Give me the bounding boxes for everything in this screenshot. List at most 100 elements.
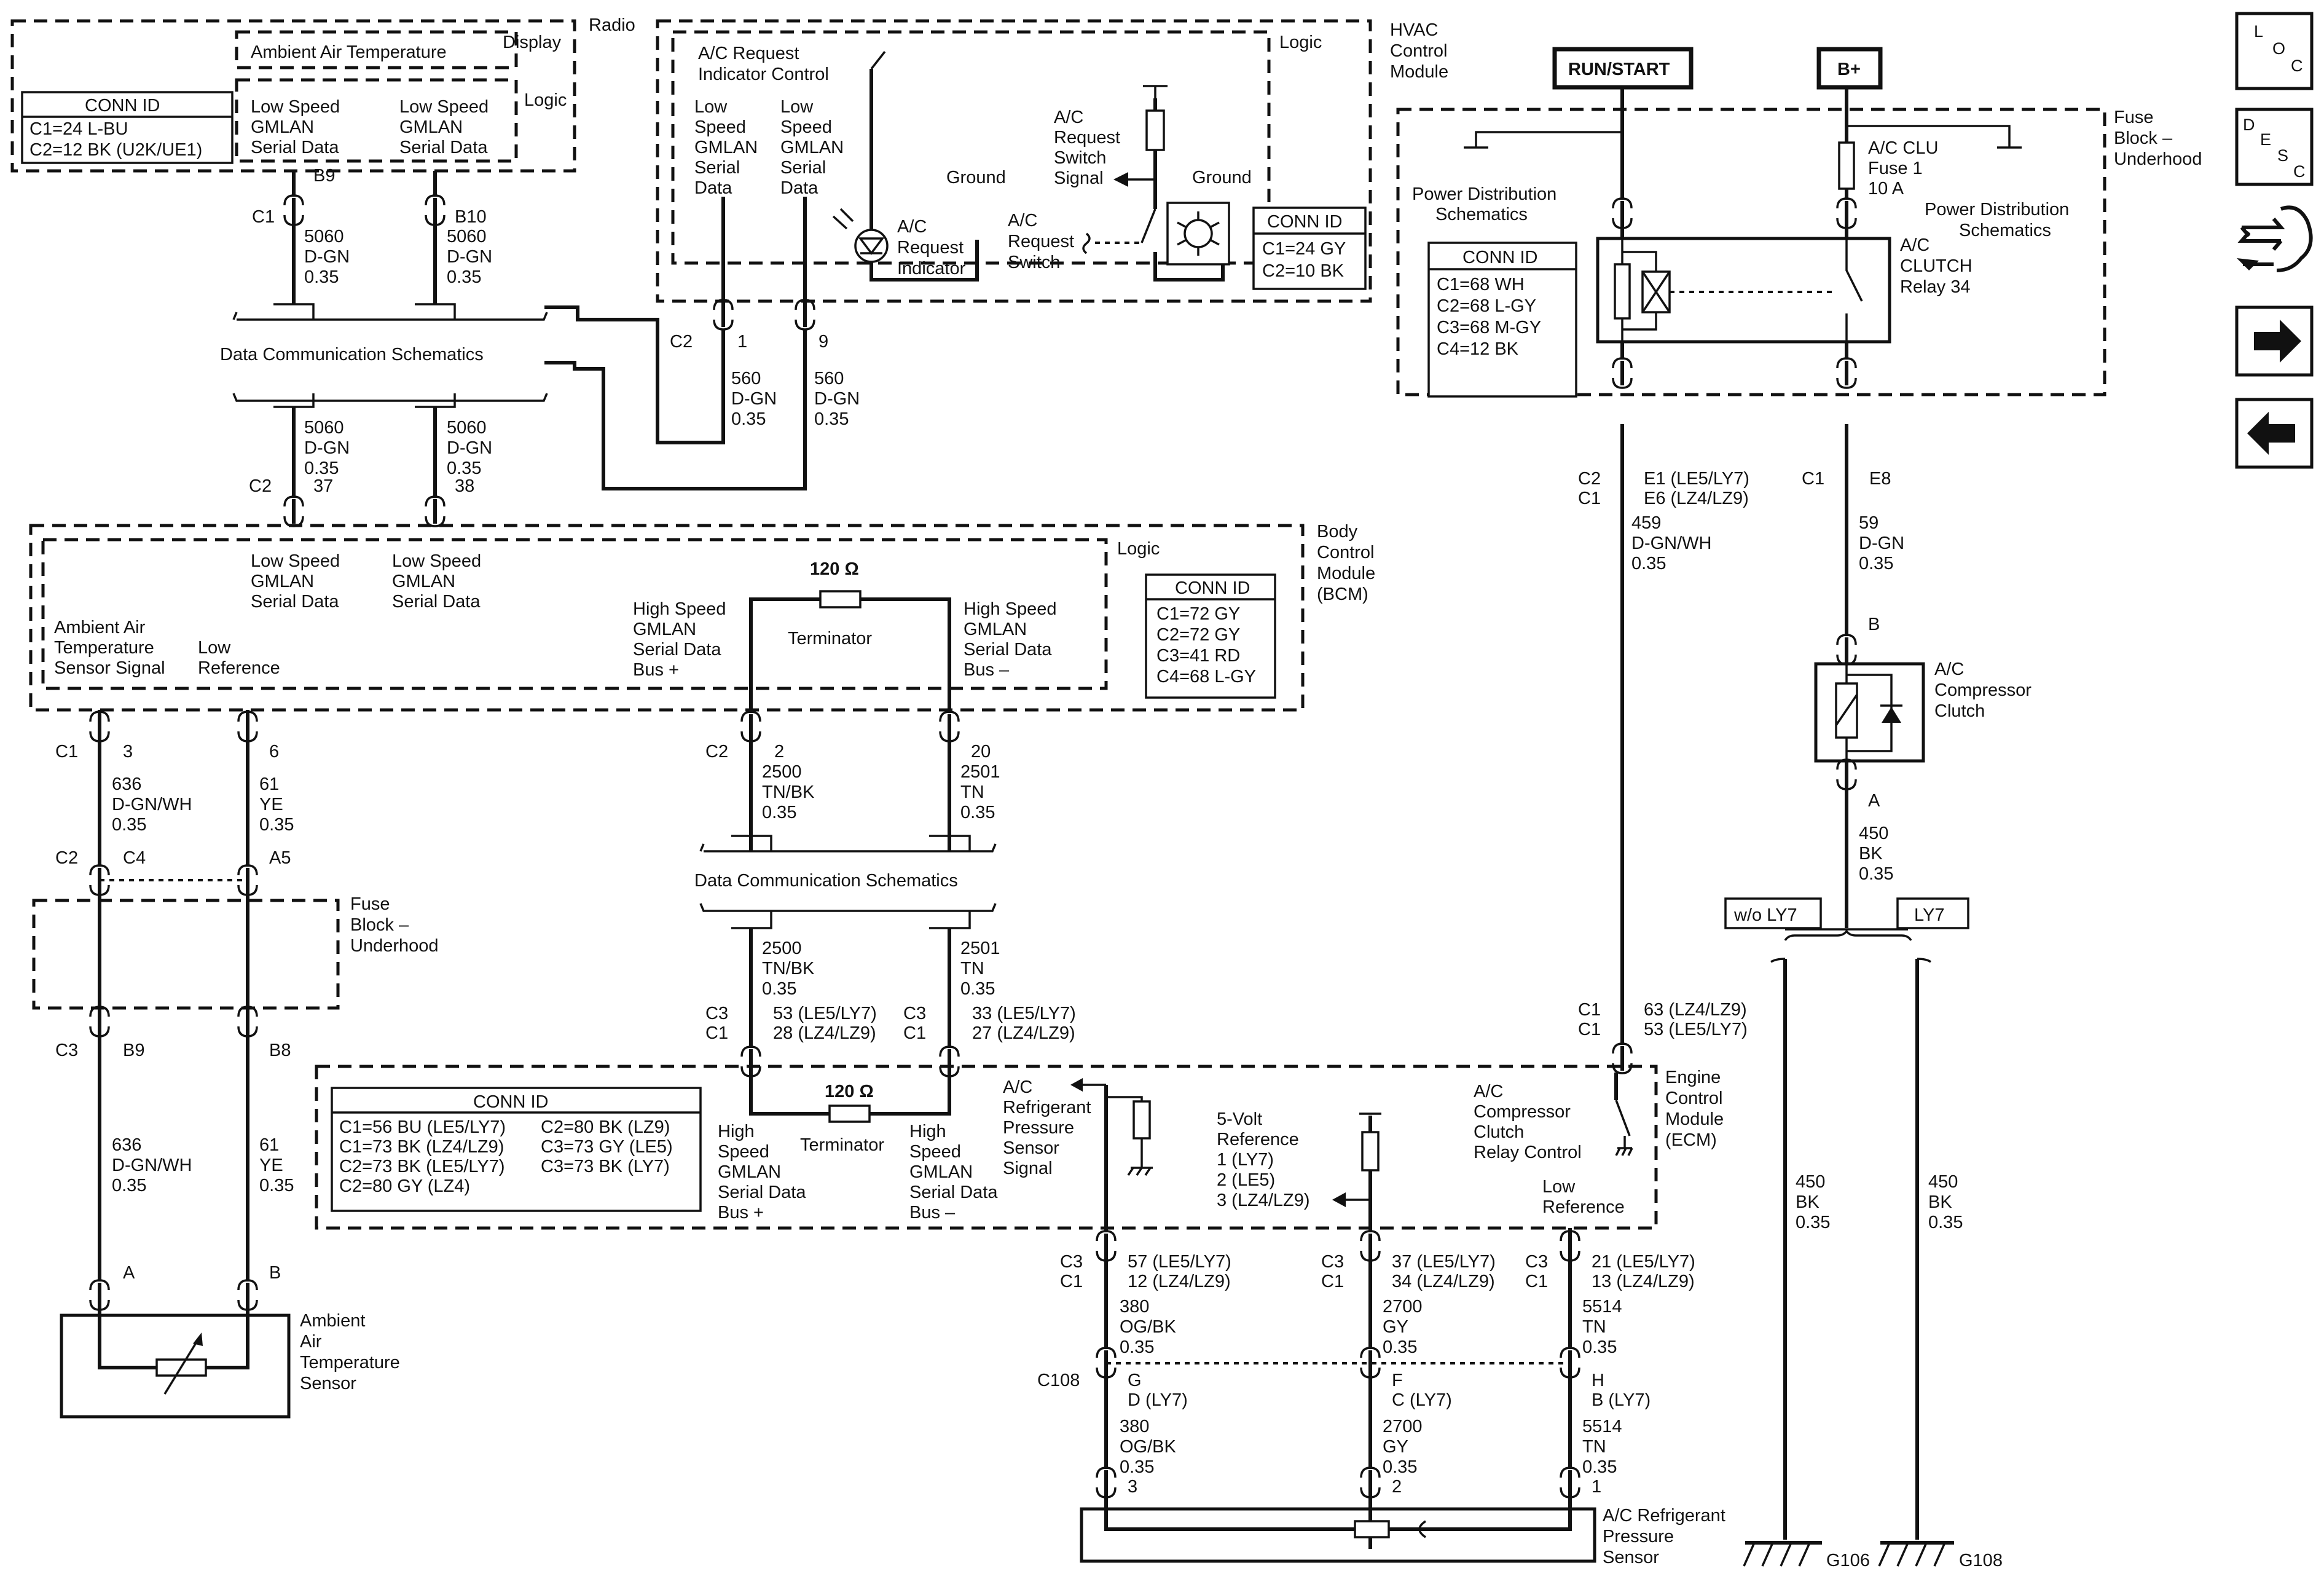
ground-g108: G108 (1878, 1541, 2003, 1570)
svg-text:0.35: 0.35 (112, 1176, 146, 1195)
svg-text:TN: TN (960, 782, 984, 802)
svg-text:B: B (269, 1263, 281, 1283)
svg-text:C1: C1 (705, 1023, 728, 1043)
svg-text:Data: Data (780, 178, 819, 198)
svg-text:3: 3 (1128, 1477, 1137, 1497)
svg-text:Indicator: Indicator (897, 259, 966, 278)
svg-text:GMLAN: GMLAN (694, 138, 758, 157)
connector-terminal (1360, 1467, 1381, 1478)
svg-text:BK: BK (1859, 844, 1883, 864)
relay-diode (1614, 263, 1631, 320)
svg-text:G: G (1128, 1371, 1142, 1390)
svg-text:C2=10 BK: C2=10 BK (1262, 261, 1345, 281)
bcm-terminator-resistor (819, 590, 862, 608)
svg-text:E6 (LZ4/LZ9): E6 (LZ4/LZ9) (1644, 489, 1749, 508)
svg-text:Bus +: Bus + (718, 1203, 764, 1223)
connector-terminal (1560, 1487, 1580, 1498)
svg-text:C2=72 GY: C2=72 GY (1156, 625, 1240, 645)
svg-text:0.35: 0.35 (1582, 1457, 1617, 1477)
svg-text:450: 450 (1796, 1172, 1825, 1192)
svg-text:Air: Air (300, 1332, 322, 1352)
desc-icon[interactable]: D E S C (2235, 108, 2314, 186)
svg-text:B10: B10 (455, 207, 487, 227)
svg-text:GY: GY (1383, 1317, 1408, 1337)
svg-text:5060: 5060 (304, 418, 344, 438)
svg-text:GMLAN: GMLAN (780, 138, 844, 157)
svg-text:C2=73 BK (LE5/LY7): C2=73 BK (LE5/LY7) (339, 1157, 504, 1176)
svg-text:Low Speed: Low Speed (399, 97, 489, 117)
svg-text:Request: Request (1008, 232, 1074, 251)
svg-text:C1: C1 (1060, 1272, 1083, 1291)
svg-text:C3=73 BK (LY7): C3=73 BK (LY7) (541, 1157, 670, 1176)
svg-text:C3=68 M-GY: C3=68 M-GY (1437, 318, 1541, 337)
svg-text:YE: YE (259, 1156, 283, 1175)
connector-terminal (795, 299, 815, 310)
svg-text:CONN ID: CONN ID (1175, 578, 1250, 598)
svg-text:2501: 2501 (960, 762, 1000, 782)
svg-text:9: 9 (819, 332, 828, 352)
connector-terminal (89, 884, 110, 896)
svg-text:C1: C1 (1578, 489, 1601, 508)
ac-clutch-relay (1596, 237, 1891, 344)
svg-text:Sensor: Sensor (1603, 1548, 1659, 1567)
svg-text:C3: C3 (903, 1004, 926, 1023)
ecm-terminator-resistor (828, 1105, 871, 1123)
connector-terminal (1096, 1347, 1117, 1358)
svg-text:560: 560 (814, 369, 844, 388)
svg-text:Module: Module (1317, 564, 1375, 583)
connector-terminal (1836, 197, 1857, 209)
svg-text:120 Ω: 120 Ω (825, 1082, 874, 1101)
svg-text:0.35: 0.35 (304, 267, 339, 287)
svg-text:CLUTCH: CLUTCH (1900, 256, 1973, 276)
svg-text:E8: E8 (1869, 469, 1891, 489)
svg-text:G106: G106 (1826, 1551, 1870, 1570)
svg-text:Request: Request (1054, 128, 1120, 148)
svg-text:0.35: 0.35 (1796, 1213, 1830, 1232)
svg-text:C4: C4 (123, 848, 146, 868)
connector-terminal (237, 731, 258, 742)
harness-icon[interactable] (2237, 205, 2313, 272)
prev-arrow-icon[interactable] (2235, 398, 2314, 469)
svg-text:0.35: 0.35 (960, 979, 995, 999)
svg-text:0.35: 0.35 (1383, 1457, 1417, 1477)
connector-terminal (1560, 1367, 1580, 1379)
hvac-conn-id-box (1252, 207, 1367, 290)
svg-text:Speed: Speed (694, 117, 746, 137)
svg-text:Power Distribution: Power Distribution (1925, 200, 2069, 219)
svg-text:Fuse: Fuse (350, 894, 390, 914)
svg-text:C108: C108 (1037, 1371, 1080, 1390)
svg-text:D-GN/WH: D-GN/WH (112, 1156, 192, 1175)
next-arrow-icon[interactable] (2235, 305, 2314, 377)
svg-text:A/C: A/C (1900, 235, 1929, 255)
svg-text:34 (LZ4/LZ9): 34 (LZ4/LZ9) (1392, 1272, 1495, 1291)
connector-terminal (1612, 1063, 1633, 1074)
svg-text:GMLAN: GMLAN (718, 1162, 781, 1182)
svg-text:Sensor: Sensor (1003, 1138, 1059, 1158)
connector-terminal (237, 711, 258, 722)
connector-terminal (425, 495, 446, 507)
loc-icon[interactable]: L O C (2235, 12, 2314, 90)
svg-text:Fuse: Fuse (2114, 108, 2153, 127)
svg-text:C (LY7): C (LY7) (1392, 1390, 1452, 1410)
svg-text:Signal: Signal (1054, 168, 1104, 188)
ground-g106: G106 (1743, 1541, 1870, 1570)
svg-text:Ground: Ground (1192, 168, 1252, 187)
svg-text:D-GN: D-GN (814, 389, 860, 409)
bplus-power-box (1816, 47, 1883, 90)
svg-text:C1=24 L-BU: C1=24 L-BU (29, 119, 128, 139)
connector-terminal (425, 215, 446, 226)
svg-text:C3: C3 (705, 1004, 728, 1023)
svg-text:Speed: Speed (909, 1142, 961, 1162)
svg-text:Low: Low (198, 638, 231, 658)
connector-terminal (1096, 1487, 1117, 1498)
svg-text:BK: BK (1928, 1192, 1952, 1212)
ambient-air-temp-sensor: Ambient Air Temperature Sensor (60, 1297, 400, 1419)
svg-text:C2: C2 (249, 476, 272, 496)
svg-text:61: 61 (259, 774, 279, 794)
svg-text:B (LY7): B (LY7) (1592, 1390, 1651, 1410)
svg-text:TN/BK: TN/BK (762, 782, 815, 802)
svg-text:High: High (718, 1122, 755, 1141)
svg-text:B: B (1868, 615, 1880, 634)
connector-terminal (1560, 1230, 1580, 1242)
svg-text:0.35: 0.35 (1383, 1337, 1417, 1357)
